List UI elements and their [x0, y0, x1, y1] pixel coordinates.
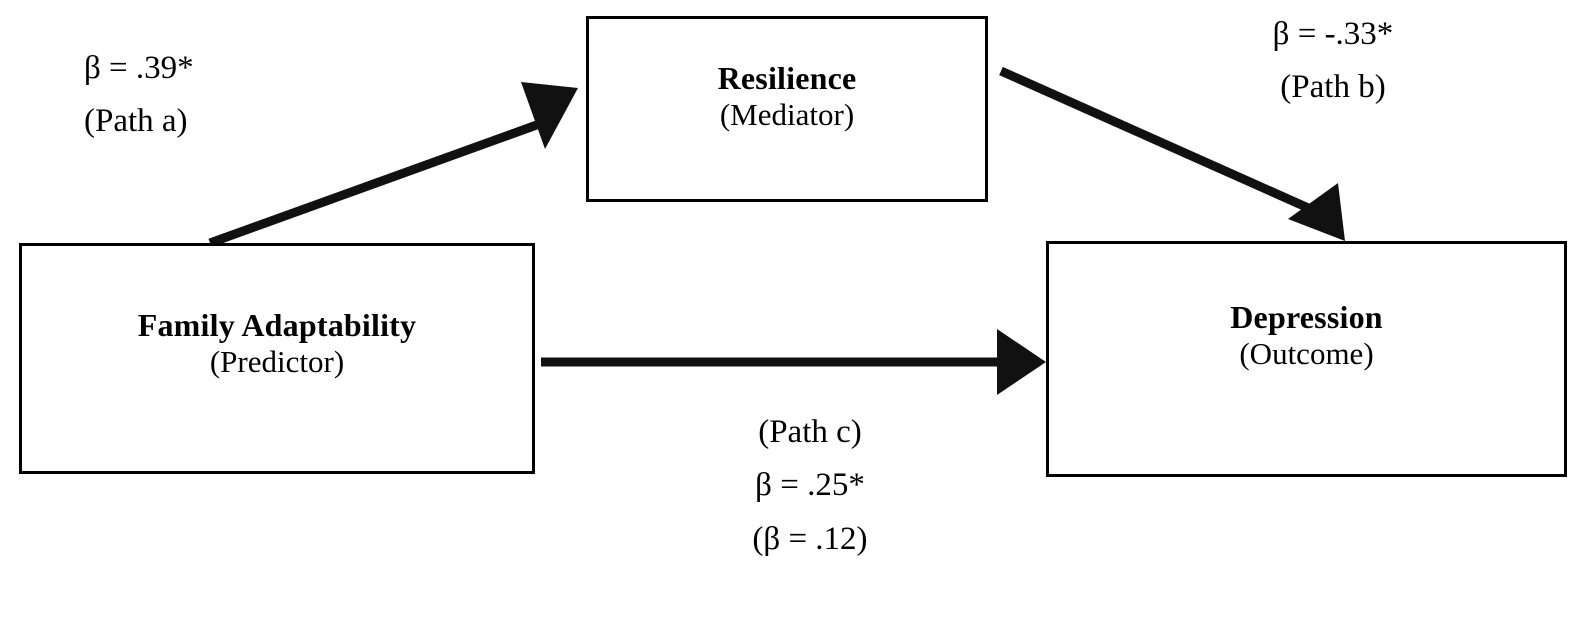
- node-box-outcome[interactable]: Depression (Outcome): [1046, 241, 1567, 477]
- path-b-name: (Path b): [1280, 69, 1386, 106]
- arrow-path-c: [541, 329, 1046, 395]
- arrow-path-a: [208, 82, 578, 248]
- node-title-outcome: Depression: [1230, 299, 1383, 335]
- node-box-mediator[interactable]: Resilience (Mediator): [586, 16, 988, 202]
- path-b-coefficient: β = -.33*: [1272, 16, 1394, 52]
- path-b-label: β = -.33* (Path b): [1203, 8, 1463, 115]
- node-label-group-mediator: Resilience (Mediator): [589, 60, 985, 133]
- node-subtitle-mediator: (Mediator): [719, 96, 855, 132]
- path-a-label: β = .39* (Path a): [84, 42, 324, 149]
- arrow-path-b: [999, 66, 1345, 241]
- node-label-group-outcome: Depression (Outcome): [1049, 299, 1564, 372]
- path-c-name: (Path c): [758, 414, 862, 450]
- node-title-predictor: Family Adaptability: [137, 307, 417, 343]
- path-c-coefficient: β = .25*: [755, 467, 865, 504]
- node-box-predictor[interactable]: Family Adaptability (Predictor): [19, 243, 535, 474]
- path-a-name: (Path a): [84, 103, 188, 140]
- node-title-mediator: Resilience: [717, 60, 857, 96]
- path-a-coefficient: β = .39*: [84, 50, 194, 86]
- node-subtitle-outcome: (Outcome): [1239, 335, 1374, 371]
- node-subtitle-predictor: (Predictor): [209, 343, 345, 379]
- node-label-group-predictor: Family Adaptability (Predictor): [22, 307, 532, 380]
- path-c-coefficient-controlled: (β = .12): [752, 520, 868, 557]
- path-c-label: (Path c) β = .25* (β = .12): [660, 406, 960, 566]
